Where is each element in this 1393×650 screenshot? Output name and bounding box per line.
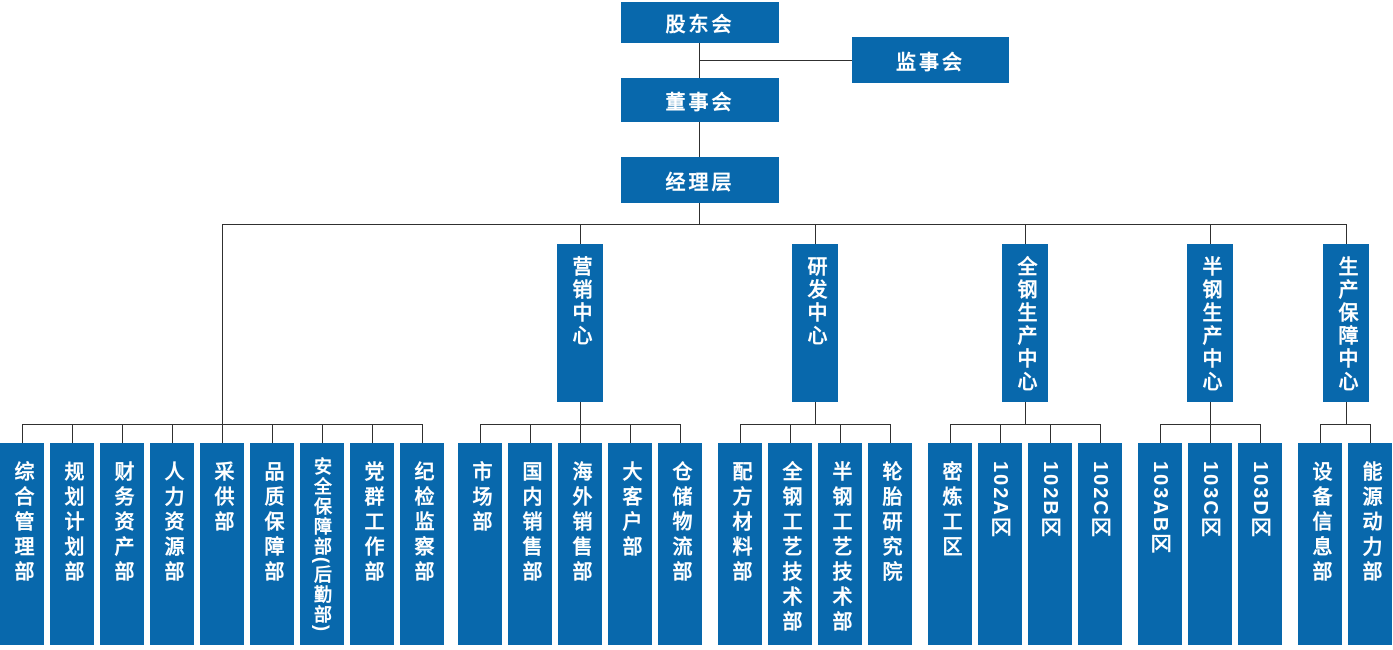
center-production-support: 生产保障中心 xyxy=(1323,244,1369,402)
dept-human-resources: 人力资源部 xyxy=(150,443,194,645)
area-102a: 102A区 xyxy=(978,443,1022,645)
dept-domestic-sales: 国内销售部 xyxy=(508,443,552,645)
dept-safety-logistics: 安全保障部(后勤部) xyxy=(300,443,344,645)
connector-line xyxy=(1100,424,1101,443)
connector-line xyxy=(740,424,890,425)
connector-line xyxy=(1160,424,1161,443)
connector-line xyxy=(422,424,423,443)
connector-line xyxy=(790,424,791,443)
dept-discipline-inspection: 纪检监察部 xyxy=(400,443,444,645)
connector-line xyxy=(22,424,23,443)
center-semisteel-production: 半钢生产中心 xyxy=(1187,244,1233,402)
org-node-shareholders: 股东会 xyxy=(621,2,779,43)
connector-line xyxy=(950,424,951,443)
org-node-board-of-directors: 董事会 xyxy=(621,78,779,122)
connector-line xyxy=(22,424,422,425)
dept-warehouse-logistics: 仓储物流部 xyxy=(658,443,702,645)
connector-line xyxy=(480,424,481,443)
connector-line xyxy=(1025,402,1026,424)
connector-line xyxy=(222,224,223,443)
org-node-supervisory-board: 监事会 xyxy=(852,37,1009,83)
area-102c: 102C区 xyxy=(1078,443,1122,645)
connector-line xyxy=(1346,402,1347,424)
dept-overseas-sales: 海外销售部 xyxy=(558,443,602,645)
connector-line xyxy=(1000,424,1001,443)
dept-finance-assets: 财务资产部 xyxy=(100,443,144,645)
connector-line xyxy=(815,224,816,244)
area-103c: 103C区 xyxy=(1188,443,1232,645)
tire-research-institute: 轮胎研究院 xyxy=(868,443,912,645)
connector-line xyxy=(699,122,700,157)
connector-line xyxy=(1370,424,1371,443)
connector-line xyxy=(480,424,680,425)
center-marketing: 营销中心 xyxy=(557,244,603,402)
connector-line xyxy=(950,424,1100,425)
center-allsteel-production: 全钢生产中心 xyxy=(1002,244,1048,402)
connector-line xyxy=(1025,224,1026,244)
connector-line xyxy=(890,424,891,443)
connector-line xyxy=(272,424,273,443)
area-103ab: 103AB区 xyxy=(1138,443,1182,645)
connector-line xyxy=(530,424,531,443)
connector-line xyxy=(1260,424,1261,443)
connector-line xyxy=(372,424,373,443)
connector-line xyxy=(580,224,581,244)
connector-line xyxy=(222,224,1346,225)
connector-line xyxy=(1210,402,1211,443)
connector-line xyxy=(1346,224,1347,244)
center-rd: 研发中心 xyxy=(792,244,838,402)
dept-quality-assurance: 品质保障部 xyxy=(250,443,294,645)
connector-line xyxy=(740,424,741,443)
area-103d: 103D区 xyxy=(1238,443,1282,645)
connector-line xyxy=(580,402,581,443)
dept-formula-materials: 配方材料部 xyxy=(718,443,762,645)
dept-party-mass-work: 党群工作部 xyxy=(350,443,394,645)
dept-semisteel-process-tech: 半钢工艺技术部 xyxy=(818,443,862,645)
connector-line xyxy=(699,60,852,61)
connector-line xyxy=(630,424,631,443)
connector-line xyxy=(172,424,173,443)
dept-energy-power: 能源动力部 xyxy=(1348,443,1392,645)
dept-planning: 规划计划部 xyxy=(50,443,94,645)
connector-line xyxy=(322,424,323,443)
connector-line xyxy=(1050,424,1051,443)
connector-line xyxy=(699,203,700,224)
connector-line xyxy=(1320,424,1321,443)
dept-equipment-info: 设备信息部 xyxy=(1298,443,1342,645)
connector-line xyxy=(815,402,816,424)
connector-line xyxy=(680,424,681,443)
connector-line xyxy=(840,424,841,443)
org-node-management-level: 经理层 xyxy=(621,157,779,203)
dept-market: 市场部 xyxy=(458,443,502,645)
area-mixing-workshop: 密炼工区 xyxy=(928,443,972,645)
area-102b: 102B区 xyxy=(1028,443,1072,645)
dept-general-admin: 综合管理部 xyxy=(0,443,44,645)
connector-line xyxy=(72,424,73,443)
connector-line xyxy=(1160,424,1260,425)
dept-allsteel-process-tech: 全钢工艺技术部 xyxy=(768,443,812,645)
dept-key-accounts: 大客户部 xyxy=(608,443,652,645)
dept-procurement: 采供部 xyxy=(200,443,244,645)
connector-line xyxy=(1320,424,1370,425)
connector-line xyxy=(1210,224,1211,244)
connector-line xyxy=(122,424,123,443)
